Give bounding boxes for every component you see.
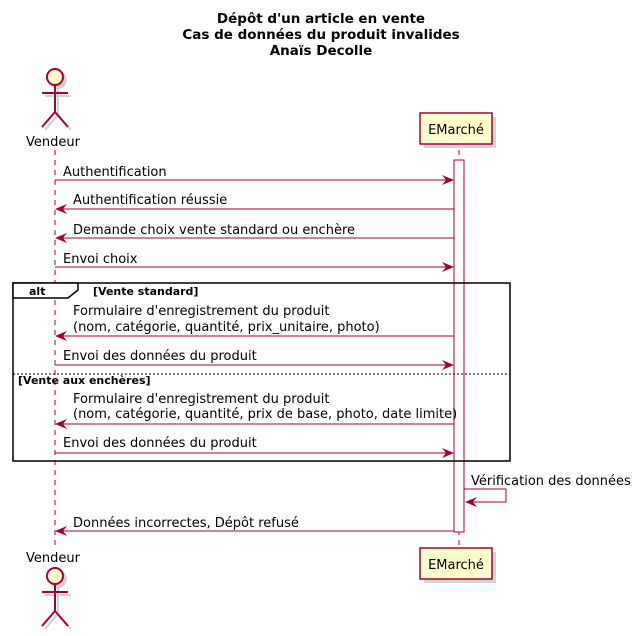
diagram-title-line2: Cas de données du produit invalides — [182, 27, 459, 43]
message-label: Envoi des données du produit — [63, 436, 257, 451]
message-label: (nom, catégorie, quantité, prix_unitaire… — [73, 320, 380, 335]
message-label: Demande choix vente standard ou enchère — [73, 223, 355, 238]
actor-head-icon — [46, 68, 64, 86]
message-label: Données incorrectes, Dépôt refusé — [73, 516, 299, 531]
message-label: (nom, catégorie, quantité, prix de base,… — [73, 407, 457, 422]
fragment-kind: alt — [29, 285, 45, 298]
emarche-activation-bar — [453, 159, 465, 533]
vendeur-actor-bottom: Vendeur — [26, 551, 81, 630]
fragment-guard: [Vente aux enchères] — [18, 374, 151, 387]
message-label: Authentification réussie — [73, 193, 227, 208]
vendeur-actor-top: Vendeur — [26, 68, 81, 150]
emarche-participant-bottom: EMarché — [419, 547, 496, 583]
fragment-guard: [Vente standard] — [93, 285, 198, 298]
vendeur-label-bottom: Vendeur — [26, 551, 81, 566]
self-message-label: Vérification des données — [471, 474, 631, 489]
message-label: Formulaire d'enregistrement du produit — [73, 304, 330, 319]
actor-head-icon — [46, 567, 64, 585]
message-label: Authentification — [63, 165, 167, 180]
self-message-arrow — [464, 488, 507, 507]
message-label: Envoi des données du produit — [63, 349, 257, 364]
emarche-label-bottom: EMarché — [428, 558, 484, 573]
message-label: Envoi choix — [63, 252, 138, 267]
diagram-title-line1: Dépôt d'un article en vente — [217, 11, 425, 27]
diagram-author: Anaïs Decolle — [270, 43, 373, 59]
message-label: Formulaire d'enregistrement du produit — [73, 392, 330, 407]
emarche-label-top: EMarché — [428, 123, 484, 138]
vendeur-label-top: Vendeur — [26, 135, 81, 150]
alt-fragment: alt [Vente standard] [Vente aux enchères… — [12, 282, 511, 462]
emarche-participant-top: EMarché — [419, 112, 496, 148]
